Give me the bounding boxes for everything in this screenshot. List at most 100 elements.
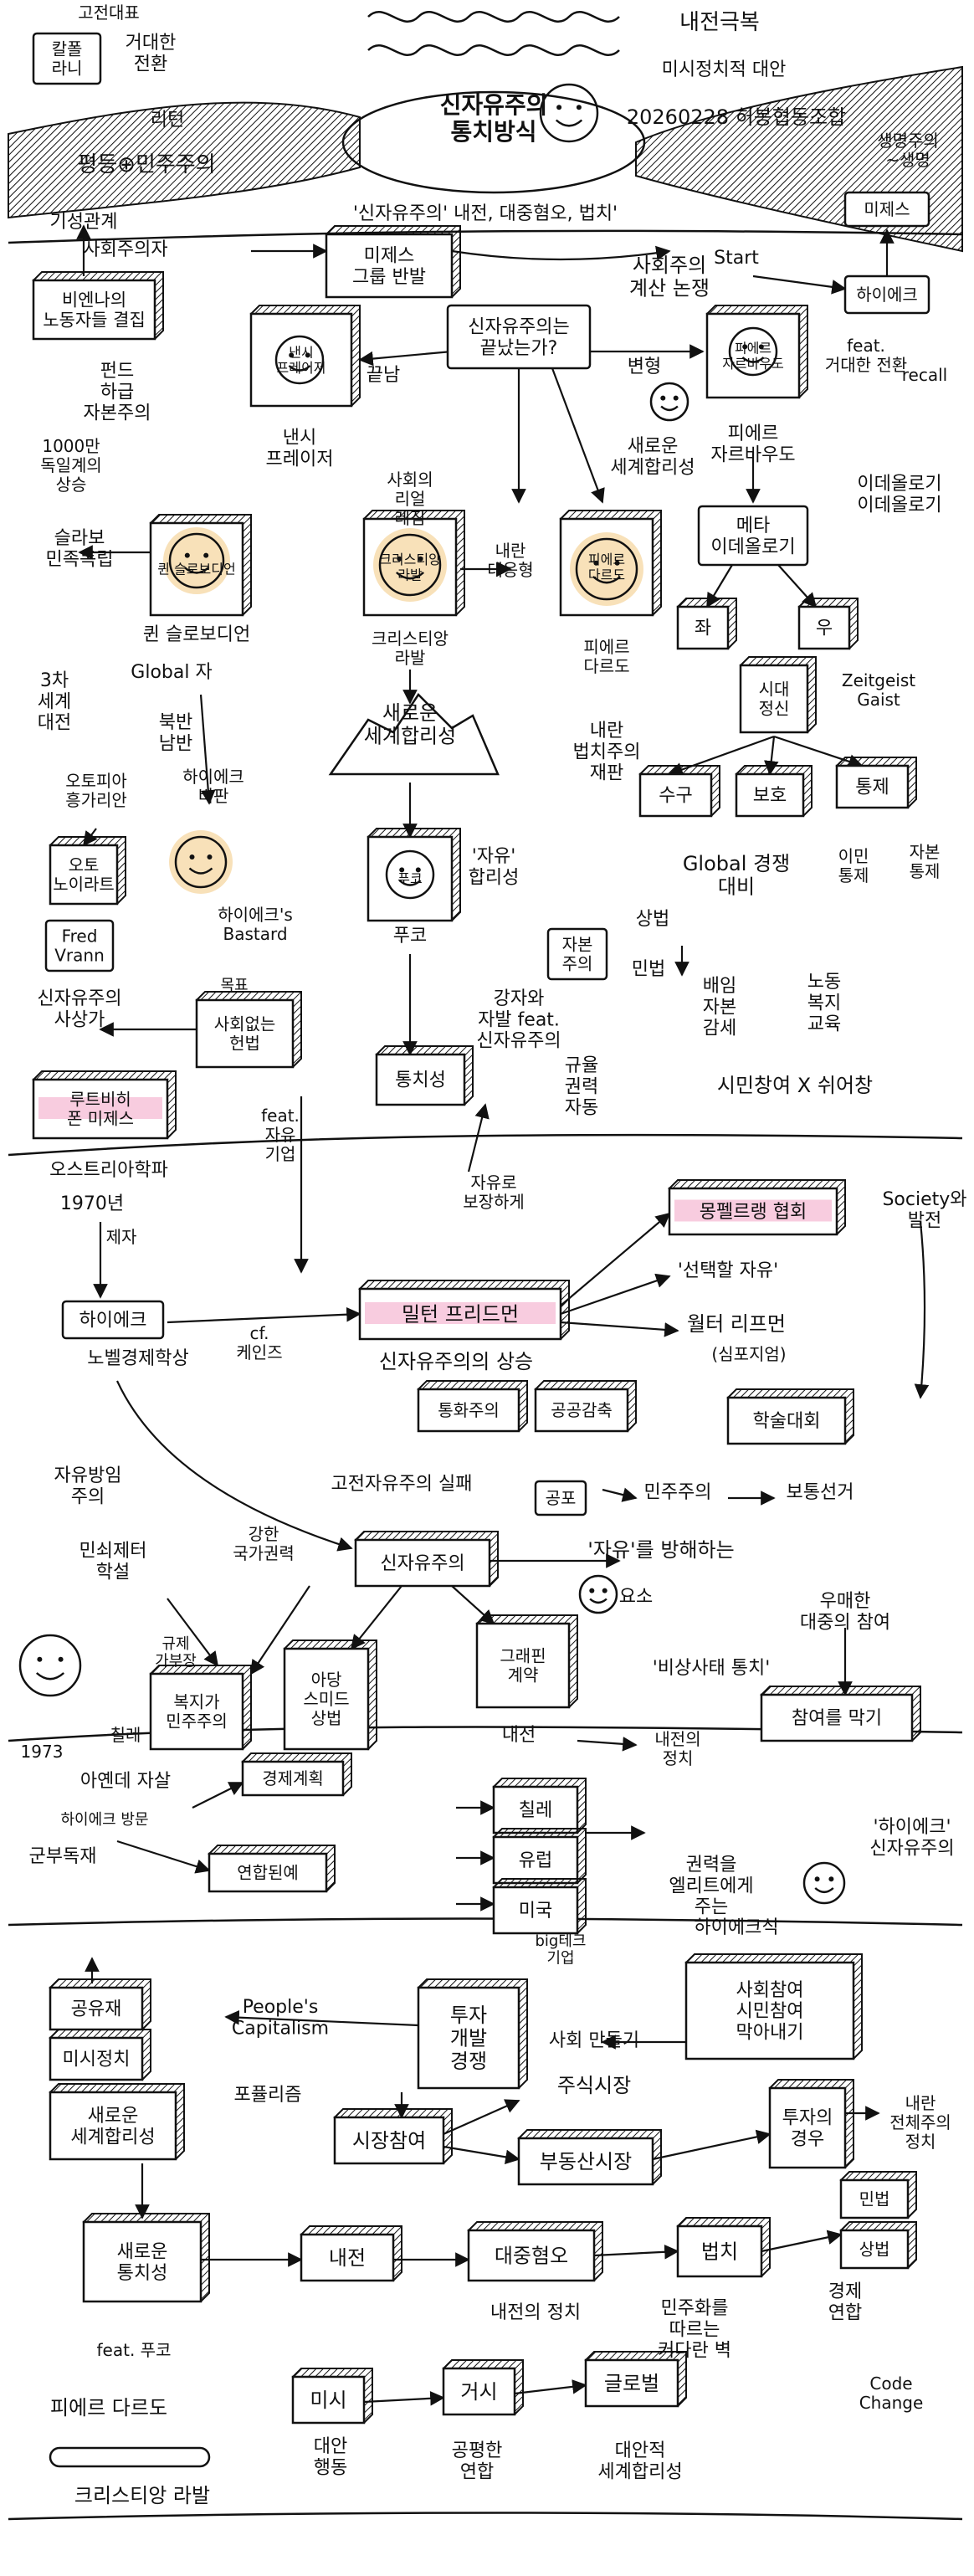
arrow-neolib-peoples xyxy=(250,1585,310,1675)
arrow-fear-dem xyxy=(602,1487,638,1502)
box-micro xyxy=(291,2368,373,2425)
box-bella xyxy=(32,271,164,341)
label-pierre-dardot: 피에르 다르도 xyxy=(50,2396,167,2419)
arrow-invest-peoples xyxy=(224,2009,419,2027)
arrow-milton-walter xyxy=(560,1321,679,1337)
text-right: 우 xyxy=(816,618,833,639)
arrow-allende-plan xyxy=(192,1782,244,1809)
box-rule-labor xyxy=(417,1380,528,1433)
box-otto xyxy=(49,836,126,906)
label-tr-date: 20260228 허봉협동조합 xyxy=(627,105,846,129)
text-cut-labor: 공공감축 xyxy=(551,1400,613,1420)
label-vienna: 오스트리아학파 xyxy=(49,1160,168,1181)
label-democracy: 민주주의 xyxy=(644,1482,712,1503)
frame-capital-mobility xyxy=(546,927,608,981)
text-foucault: 푸코 xyxy=(397,871,422,887)
text-econ-plan: 경제계획 xyxy=(262,1768,324,1788)
box-control xyxy=(835,757,917,809)
box-right xyxy=(797,598,859,650)
box-mass-hatred xyxy=(467,2221,603,2282)
quinn-face-icon xyxy=(163,527,230,594)
label-classical-fail: 고전자유주의 실패 xyxy=(331,1474,473,1495)
text-real-estate: 부동산시장 xyxy=(540,2150,632,2173)
text-mont-pelerin: 몽펠르랭 협회 xyxy=(700,1202,807,1223)
arrow-mankind-peoples xyxy=(167,1598,219,1667)
label-stock-market: 주식시장 xyxy=(557,2074,631,2097)
label-tr-dash: 생명주의~생명 xyxy=(877,131,939,170)
label-making-society: 사회 만들기 xyxy=(549,2030,639,2051)
frame-neolib-end-q xyxy=(446,304,592,370)
label-tr-title: 내전극복 xyxy=(679,10,760,35)
arrow-milton-mont xyxy=(560,1212,671,1306)
title-bubble xyxy=(341,90,646,194)
label-tr-sub: 미시정치적 대안 xyxy=(662,59,787,80)
label-internal-politics2: 내전의 정치 xyxy=(490,2302,581,2323)
label-market-citizen: 시민창여 X 쉬어창 xyxy=(717,1074,873,1097)
arrow-real-case xyxy=(652,2129,772,2161)
text-commons: 공유재 xyxy=(71,1999,122,2020)
label-mid-cf: cf.케인즈 xyxy=(236,1323,282,1362)
box-commercial xyxy=(839,2221,917,2270)
frame-hayek-top xyxy=(843,275,930,315)
text-rule-society: 통치성 xyxy=(395,1070,446,1091)
pierre-face-icon xyxy=(728,326,778,377)
arrow-hayek-milton xyxy=(167,1306,361,1324)
box-cut-labor xyxy=(534,1380,637,1433)
label-military: 군부독재 xyxy=(29,1846,97,1867)
box-new-rule xyxy=(82,2213,210,2303)
label-return-label: 리턴 xyxy=(151,110,184,131)
hayek-bastard-face-icon xyxy=(169,830,233,894)
text-chile2: 칠레 xyxy=(519,1800,552,1821)
text-academic: 학술대회 xyxy=(753,1411,821,1432)
text-special: 민법 xyxy=(859,2189,890,2209)
text-macro: 거시 xyxy=(460,2380,497,2404)
box-pierre xyxy=(705,305,808,399)
box-rule-of-law xyxy=(676,2217,771,2278)
box-milton xyxy=(358,1280,570,1341)
arrow-calc-hayek xyxy=(752,275,847,295)
christian-face-icon xyxy=(373,528,447,602)
text-commercial: 상법 xyxy=(859,2240,890,2260)
text-mass-hatred: 대중혐오 xyxy=(495,2244,568,2267)
dardot-face-icon xyxy=(570,532,643,606)
arrow-market-real xyxy=(443,2145,520,2165)
label-hayek-neolib: '하이에크'신자유주의 xyxy=(869,1817,954,1859)
text-neolib-center: 신자유주의 xyxy=(380,1553,464,1574)
text-conservative: 수구 xyxy=(659,786,692,807)
box-usa xyxy=(492,1878,587,1935)
box-europe xyxy=(492,1828,587,1885)
text-control: 통제 xyxy=(855,777,889,798)
arrow-end-nancy xyxy=(358,350,453,367)
boxes xyxy=(32,32,930,2468)
